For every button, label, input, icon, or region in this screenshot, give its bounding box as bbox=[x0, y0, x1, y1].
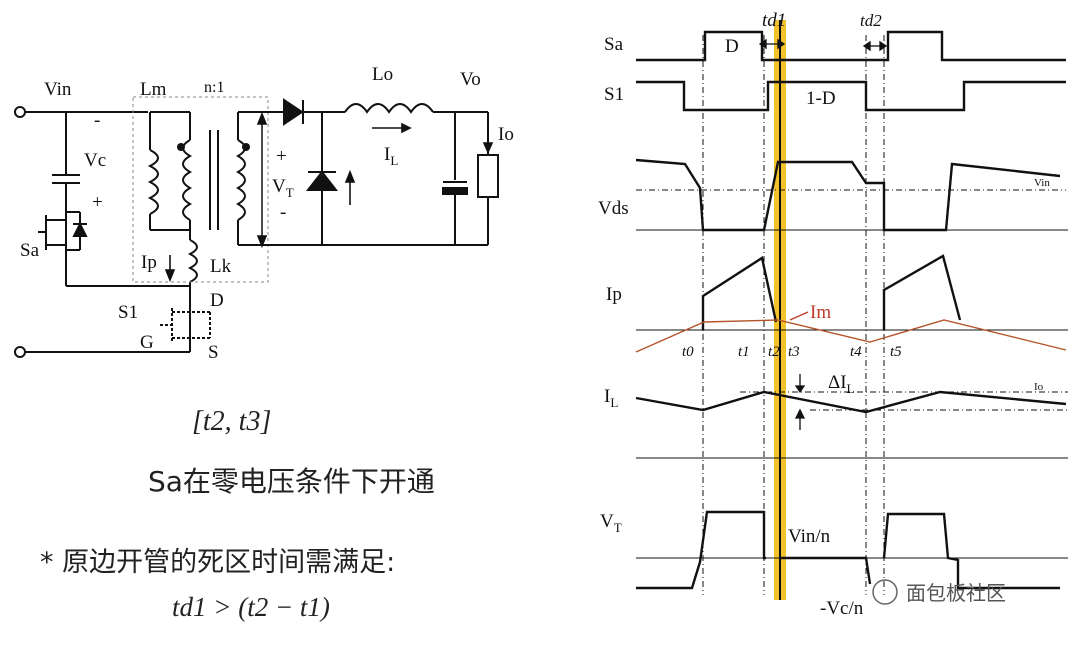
label-s1-wave: S1 bbox=[604, 84, 624, 105]
label-t1: t1 bbox=[738, 344, 750, 360]
label-sa: Sa bbox=[20, 240, 40, 261]
label-sa-wave: Sa bbox=[604, 34, 624, 55]
sign-minus-vc: - bbox=[94, 110, 100, 131]
watermark: 面包板社区 bbox=[872, 579, 1006, 605]
label-ip: Ip bbox=[141, 252, 157, 273]
label-td2: td2 bbox=[860, 11, 882, 30]
watermark-logo-icon bbox=[872, 579, 898, 605]
label-neg-vc-n: -Vc/n bbox=[820, 598, 864, 619]
interval-label: [t2, t3] bbox=[192, 406, 272, 437]
label-g: G bbox=[140, 332, 154, 353]
sign-minus-vt: - bbox=[280, 202, 286, 223]
sign-plus-sa: + bbox=[92, 192, 103, 213]
deadtime-arrows bbox=[758, 38, 888, 430]
label-1-d: 1-D bbox=[806, 88, 836, 109]
label-td1: td1 bbox=[762, 10, 786, 31]
deadtime-formula: td1 > (t2 − t1) bbox=[172, 592, 330, 622]
waveform-labels: Sa S1 Vds Ip IL VT D 1-D td1 td2 Vin Io … bbox=[598, 10, 1050, 619]
label-t5: t5 bbox=[890, 344, 902, 360]
label-lo: Lo bbox=[372, 64, 393, 85]
label-io-small: Io bbox=[1034, 381, 1044, 393]
label-d-duty: D bbox=[725, 36, 739, 57]
label-vt-wave: VT bbox=[600, 511, 622, 535]
label-t0: t0 bbox=[682, 344, 694, 360]
helper-lines bbox=[636, 189, 1068, 411]
waveform-traces bbox=[635, 30, 1067, 590]
label-s1: S1 bbox=[118, 302, 138, 323]
label-lm: Lm bbox=[140, 79, 167, 100]
sign-plus-vt: + bbox=[276, 146, 287, 167]
label-vt: VT bbox=[272, 176, 294, 200]
label-t4: t4 bbox=[850, 344, 862, 360]
im-pointer bbox=[789, 311, 809, 321]
time-labels: t0 t1 t2 t3 t4 t5 bbox=[682, 344, 902, 360]
label-ratio: n:1 bbox=[204, 79, 224, 96]
label-ip-wave: Ip bbox=[606, 284, 622, 305]
deadtime-condition: * 原边开管的死区时间需满足: bbox=[40, 547, 396, 578]
label-io: Io bbox=[498, 124, 514, 145]
circuit-schematic bbox=[14, 96, 499, 358]
label-t2: t2 bbox=[768, 344, 780, 360]
arrows bbox=[164, 111, 494, 283]
label-vc: Vc bbox=[84, 150, 106, 171]
polarity-dot-secondary bbox=[242, 143, 250, 151]
label-d: D bbox=[210, 290, 224, 311]
label-vin: Vin bbox=[44, 79, 72, 100]
polarity-dot-primary bbox=[177, 143, 185, 151]
im-curve bbox=[635, 319, 1067, 353]
label-vo: Vo bbox=[460, 69, 481, 90]
circuit-labels: Vin Lm n:1 Lo Vo Io Vc - + Sa Ip Lk S1 D… bbox=[20, 64, 514, 363]
label-vin-small: Vin bbox=[1034, 177, 1050, 189]
time-markers bbox=[702, 35, 885, 595]
label-s: S bbox=[208, 342, 219, 363]
label-lk: Lk bbox=[210, 256, 232, 277]
label-im: Im bbox=[810, 302, 831, 323]
label-vds: Vds bbox=[598, 198, 629, 219]
label-il: IL bbox=[384, 144, 398, 168]
label-il-wave: IL bbox=[604, 386, 618, 410]
label-delta-il: ΔIL bbox=[828, 372, 855, 396]
watermark-text: 面包板社区 bbox=[906, 581, 1006, 605]
label-t3: t3 bbox=[788, 344, 800, 360]
zvs-statement: Sa在零电压条件下开通 bbox=[148, 465, 435, 498]
label-vin-n: Vin/n bbox=[788, 526, 831, 547]
